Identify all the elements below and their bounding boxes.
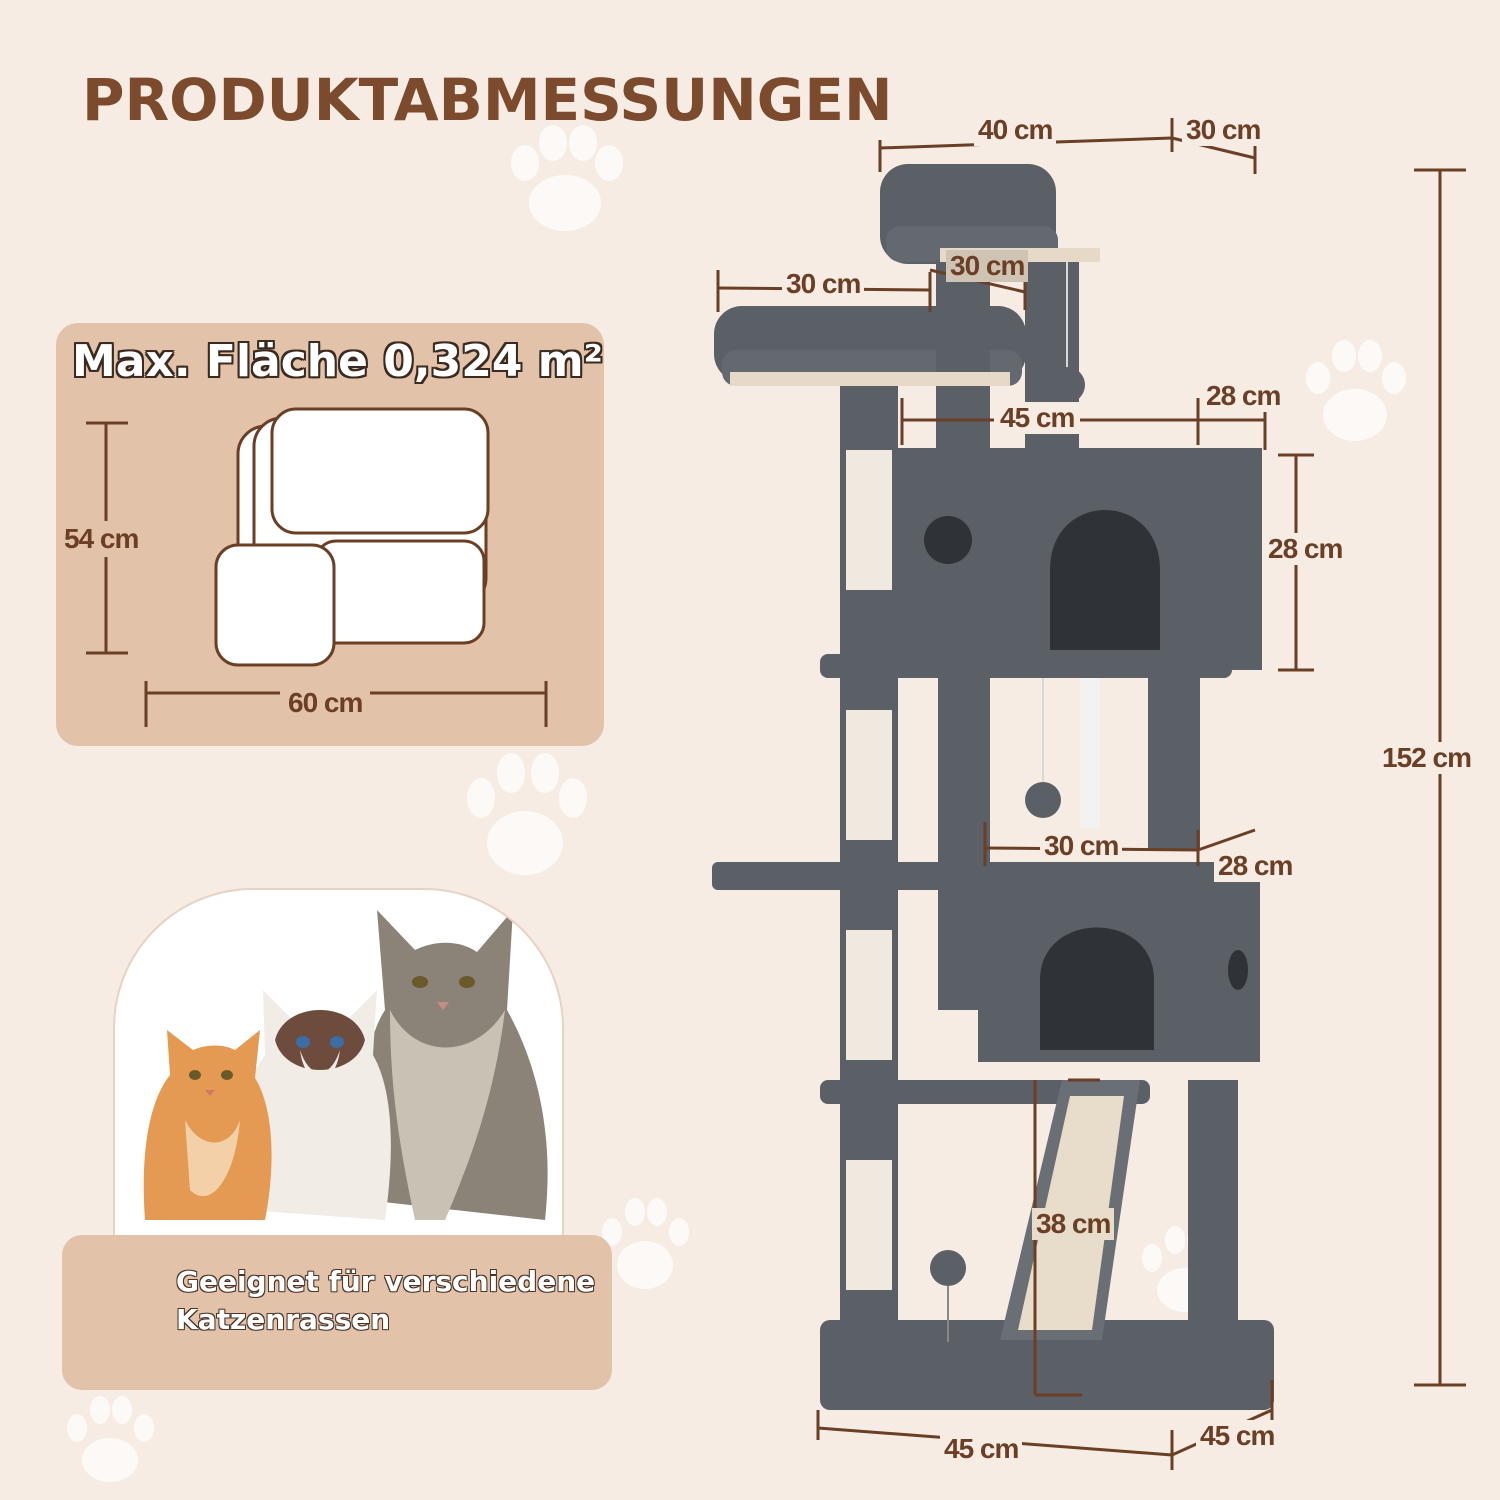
cat-tree-illustration xyxy=(712,164,1274,1410)
caption-text: Geeignet für verschiedene Katzenrassen xyxy=(176,1263,595,1339)
cats-illustration xyxy=(143,910,548,1220)
upper-condo-width-label: 45 cm xyxy=(994,402,1081,434)
area-title: Max. Fläche 0,324 m² xyxy=(72,336,603,387)
caption-panel xyxy=(62,1235,612,1390)
page-title: PRODUKTABMESSUNGEN xyxy=(82,66,893,134)
footprint-width-label: 60 cm xyxy=(280,687,371,719)
upper-condo-depth-label: 28 cm xyxy=(1202,380,1285,412)
base-width-label: 45 cm xyxy=(940,1433,1023,1465)
left-perch-width-label: 30 cm xyxy=(782,268,865,300)
cats-photo xyxy=(113,888,564,1250)
paw-print-icon xyxy=(602,1198,689,1289)
lower-condo-depth-label: 28 cm xyxy=(1214,850,1297,882)
paw-print-icon xyxy=(467,753,587,875)
paw-print-icon xyxy=(511,125,623,231)
total-height-label: 152 cm xyxy=(1378,742,1475,774)
lower-condo-width-label: 30 cm xyxy=(1040,830,1123,862)
upper-condo-height-label: 28 cm xyxy=(1264,533,1347,565)
footprint-depth-label: 54 cm xyxy=(64,521,139,557)
paw-print-icon xyxy=(67,1396,154,1482)
top-depth-label: 30 cm xyxy=(1182,114,1265,146)
left-perch-depth-label: 30 cm xyxy=(946,250,1029,282)
ramp-length-label: 38 cm xyxy=(1032,1208,1115,1240)
caption-line-2: Katzenrassen xyxy=(176,1303,391,1336)
top-width-label: 40 cm xyxy=(974,114,1057,146)
paw-print-icon xyxy=(1306,340,1406,441)
caption-line-1: Geeignet für verschiedene xyxy=(176,1265,596,1298)
base-depth-label: 45 cm xyxy=(1196,1420,1279,1452)
